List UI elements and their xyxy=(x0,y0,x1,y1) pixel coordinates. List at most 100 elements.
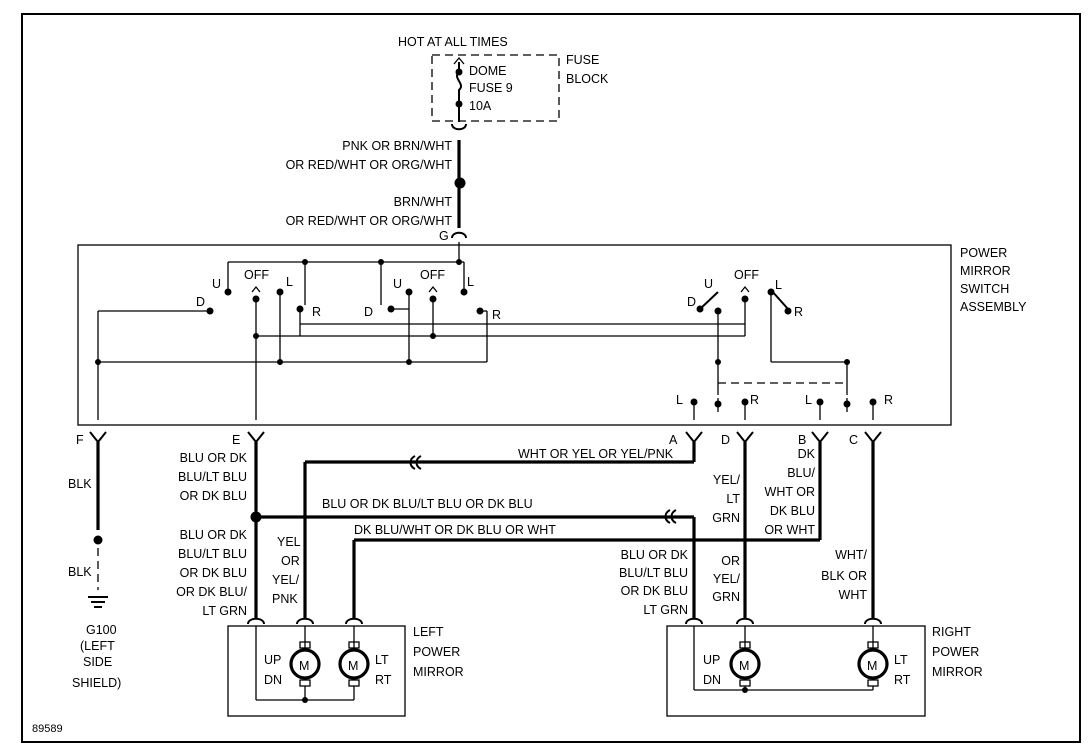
dkblu-wire-color: DK BLU/WHT OR DK BLU OR WHT xyxy=(354,523,556,537)
switch-assembly-label-4: ASSEMBLY xyxy=(960,300,1027,314)
e-wire-lower-2: BLU/LT BLU xyxy=(178,547,247,561)
outer-frame xyxy=(21,13,1081,743)
left-lt-label: LT xyxy=(375,653,389,667)
right-up-label: UP xyxy=(703,653,720,667)
right-dn-label: DN xyxy=(703,673,721,687)
contact-r-mid: R xyxy=(492,308,501,322)
contact-off-mid: OFF xyxy=(420,268,445,282)
right-mirror-label-2: POWER xyxy=(932,645,979,659)
e-wire-lower-1: BLU OR DK xyxy=(180,528,248,542)
feed-wire-color-2: OR RED/WHT OR ORG/WHT xyxy=(286,158,453,172)
e-wire-color-2: BLU/LT BLU xyxy=(178,470,247,484)
yel-wire-3: YEL/ xyxy=(272,573,300,587)
b-wire-color-5: OR WHT xyxy=(764,523,815,537)
switch-assembly-label-3: SWITCH xyxy=(960,282,1009,296)
ground-wire-label-2: BLK xyxy=(68,565,92,579)
contact-d-left: D xyxy=(196,295,205,309)
ground-loc-2: SIDE xyxy=(83,655,112,669)
fuse-block: HOT AT ALL TIMES FUSE BLOCK DOME FUSE 9 … xyxy=(398,35,609,131)
contact-u-left: U xyxy=(212,277,221,291)
switch-assembly-label-1: POWER xyxy=(960,246,1007,260)
feed-wire-color-3: BRN/WHT xyxy=(394,195,453,209)
e-wire-lower-4: OR DK BLU/ xyxy=(176,585,247,599)
blu-wire-color: BLU OR DK BLU/LT BLU OR DK BLU xyxy=(322,497,533,511)
label-l-a: L xyxy=(676,393,683,407)
d-wire-color-2: LT xyxy=(726,492,740,506)
right-leftright-motor xyxy=(857,648,889,680)
a-wire-color: WHT OR YEL OR YEL/PNK xyxy=(518,447,674,461)
fuse-node-top xyxy=(455,68,463,76)
terminal-b: B xyxy=(798,433,806,447)
terminal-c: C xyxy=(849,433,858,447)
left-leftright-motor xyxy=(338,648,370,680)
switch-assembly-outline xyxy=(77,244,952,426)
b-wire-color-2: BLU/ xyxy=(787,466,815,480)
left-rt-label: RT xyxy=(375,673,392,687)
hot-at-all-times-label: HOT AT ALL TIMES xyxy=(398,35,508,49)
right-yel-1: OR xyxy=(721,554,740,568)
contact-d-mid: D xyxy=(364,305,373,319)
contact-d-right: D xyxy=(687,295,696,309)
contact-u-mid: U xyxy=(393,277,402,291)
ground-loc-3: SHIELD) xyxy=(72,676,121,690)
right-wiring: YEL/ LT GRN DK BLU/ WHT OR DK BLU OR WHT… xyxy=(619,442,875,618)
e-wire-color-1: BLU OR DK xyxy=(180,451,248,465)
left-motor-lr-label: M xyxy=(348,659,358,673)
right-motor-ud-label: M xyxy=(739,659,749,673)
left-mirror-label-3: MIRROR xyxy=(413,665,464,679)
fuse-number: FUSE 9 xyxy=(469,81,513,95)
right-yel-2: YEL/ xyxy=(713,572,741,586)
terminal-g: G xyxy=(439,229,449,243)
left-wiring: BLU OR DK BLU/LT BLU OR DK BLU BLU OR DK… xyxy=(176,442,822,618)
left-mirror-outline xyxy=(227,625,406,717)
terminal-e: E xyxy=(232,433,240,447)
ground-id: G100 xyxy=(86,623,117,637)
e-wire-lower-5: LT GRN xyxy=(202,604,247,618)
contact-r-right: R xyxy=(794,305,803,319)
b-wire-color-1: DK xyxy=(798,447,816,461)
e-wire-color-3: OR DK BLU xyxy=(180,489,247,503)
right-yel-3: GRN xyxy=(712,590,740,604)
right-blu-3: OR DK BLU xyxy=(621,584,688,598)
b-wire-color-3: WHT OR xyxy=(765,485,815,499)
right-blu-1: BLU OR DK xyxy=(621,548,689,562)
ground-wire-label: BLK xyxy=(68,477,92,491)
yel-wire-4: PNK xyxy=(272,592,298,606)
switch-assembly: POWER MIRROR SWITCH ASSEMBLY U D OFF L R… xyxy=(77,242,1027,426)
contact-r-left: R xyxy=(312,305,321,319)
right-mirror-label-3: MIRROR xyxy=(932,665,983,679)
left-motor-ud-label: M xyxy=(299,659,309,673)
right-blu-4: LT GRN xyxy=(643,603,688,617)
right-rt-label: RT xyxy=(894,673,911,687)
right-motor-lr-label: M xyxy=(867,659,877,673)
contact-off-right: OFF xyxy=(734,268,759,282)
fuse-element xyxy=(456,62,462,104)
terminal-a: A xyxy=(669,433,678,447)
switch-assembly-label-2: MIRROR xyxy=(960,264,1011,278)
left-updown-motor xyxy=(289,648,321,680)
left-power-mirror: M M UP DN LT RT LEFT POWER MIRROR xyxy=(227,617,464,717)
label-l-b: L xyxy=(805,393,812,407)
fuse-block-label: FUSE xyxy=(566,53,599,67)
feed-wire: PNK OR BRN/WHT OR RED/WHT OR ORG/WHT BRN… xyxy=(286,139,467,243)
yel-wire-2: OR xyxy=(281,554,300,568)
contact-u-right: U xyxy=(704,277,713,291)
right-power-mirror: M M UP DN LT RT RIGHT POWER MIRROR xyxy=(666,617,983,717)
c-wire-color-3: WHT xyxy=(839,588,868,602)
terminal-f: F xyxy=(76,433,84,447)
label-r-c: R xyxy=(884,393,893,407)
left-mirror-label-2: POWER xyxy=(413,645,460,659)
left-mirror-label-1: LEFT xyxy=(413,625,444,639)
splice-node xyxy=(454,177,466,189)
yel-wire-1: YEL xyxy=(277,535,301,549)
label-r-d: R xyxy=(750,393,759,407)
feed-wire-color-1: PNK OR BRN/WHT xyxy=(342,139,452,153)
ground-loc-1: (LEFT xyxy=(80,639,115,653)
right-updown-motor xyxy=(729,648,761,680)
feed-wire-color-4: OR RED/WHT OR ORG/WHT xyxy=(286,214,453,228)
d-wire-color-1: YEL/ xyxy=(713,473,741,487)
right-mirror-outline xyxy=(666,625,926,717)
fuse-block-label-2: BLOCK xyxy=(566,72,609,86)
contact-l-left: L xyxy=(286,275,293,289)
